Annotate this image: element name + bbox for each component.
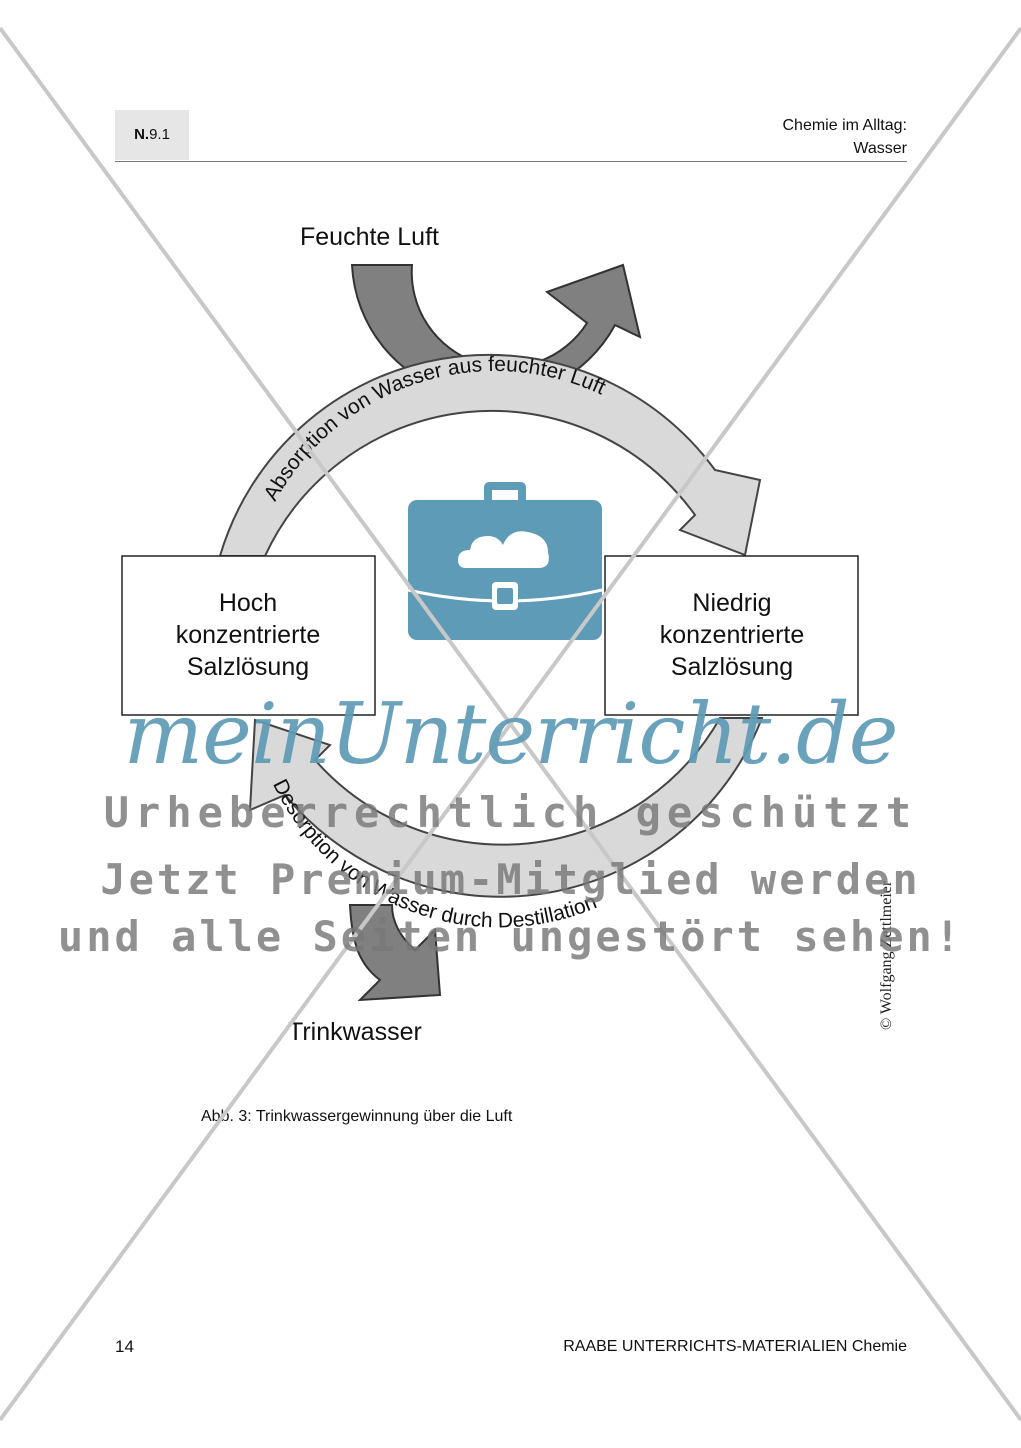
- left-box-line1: Hoch: [219, 589, 277, 617]
- watermark-line1: Urheberrechtlich geschützt: [103, 788, 918, 837]
- left-box-line3: Salzlösung: [187, 653, 309, 681]
- right-box-line1: Niedrig: [692, 589, 771, 617]
- right-box-line2: konzentrierte: [660, 621, 805, 649]
- watermark-logo: meinUnterricht.de: [123, 685, 899, 783]
- left-box-line2: konzentrierte: [176, 621, 321, 649]
- figure-caption: Abb. 3: Trinkwassergewinnung über die Lu…: [201, 1108, 513, 1125]
- right-box-line3: Salzlösung: [671, 653, 793, 681]
- watermark-line2: Jetzt Premium-Mitglied werden: [100, 855, 921, 904]
- drinking-water-label: Trinkwasser: [288, 1018, 422, 1046]
- humid-air-label: Feuchte Luft: [300, 223, 439, 251]
- page-number: 14: [115, 1337, 134, 1356]
- publisher-footer: RAABE UNTERRICHTS-MATERIALIEN Chemie: [563, 1338, 907, 1355]
- briefcase-cloud-icon: [407, 482, 603, 640]
- watermark-line3: und alle Seiten ungestört sehen!: [57, 912, 964, 961]
